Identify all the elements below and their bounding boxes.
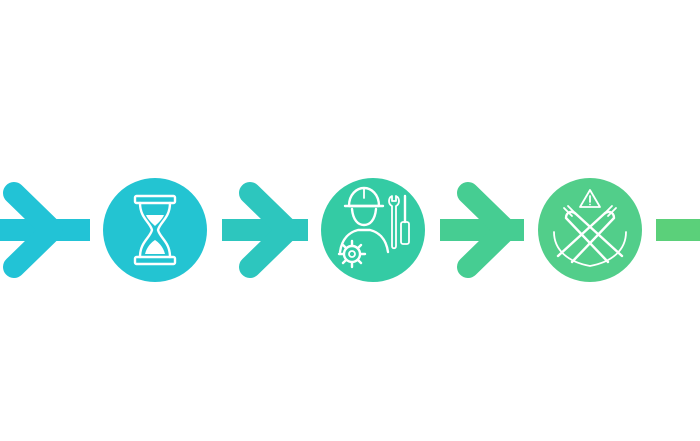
step-crossed-arms-warning [538, 178, 642, 282]
arrow-right-icon [656, 219, 700, 241]
arrow-right-icon [0, 182, 90, 278]
step-hourglass [103, 178, 207, 282]
crossed-arms-warning-icon [553, 189, 627, 267]
arrow-right-icon [440, 182, 524, 278]
hourglass-icon [133, 194, 177, 266]
worker-with-tools-icon [337, 186, 410, 269]
arrow-right-icon [222, 182, 308, 278]
step-worker-tools [321, 178, 425, 282]
